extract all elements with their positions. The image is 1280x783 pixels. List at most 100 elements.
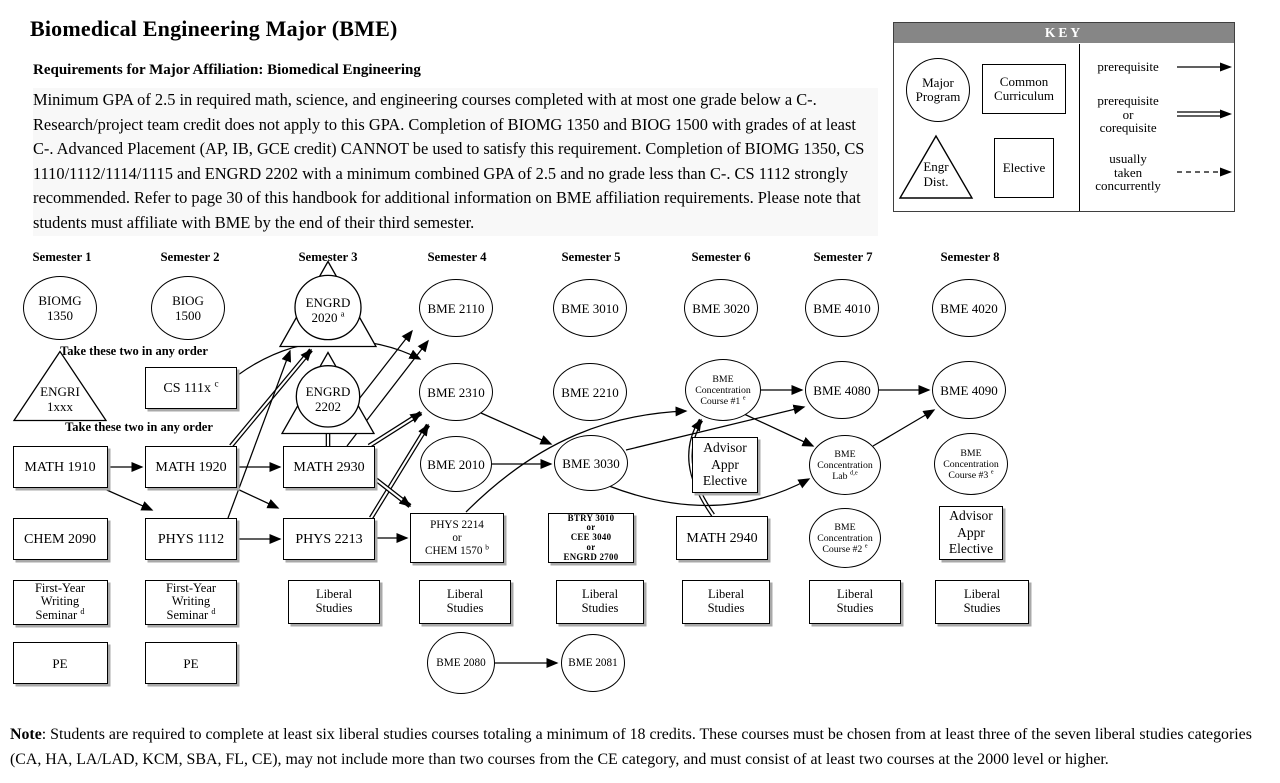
node-math-2930: MATH 2930 (283, 446, 375, 488)
edge-core-math2930-phys2214 (373, 477, 411, 507)
semester-header-6: Semester 6 (691, 250, 751, 264)
node-bme-4010: BME 4010 (805, 279, 879, 337)
key-engr-dist-label: Engr Dist. (923, 159, 949, 189)
key-legend-coreq-label: prerequisite or corequisite (1097, 93, 1159, 135)
semester-header-7: Semester 7 (813, 250, 873, 264)
edge-math2930-phys2214 (372, 476, 412, 508)
node-label: BME 2110 (427, 300, 485, 316)
node-label: BME 4090 (940, 382, 998, 398)
usually-taken-concurrently-arrow-icon (1177, 167, 1232, 177)
key-body: Major Program Common Curriculum Engr Dis… (894, 44, 1234, 211)
triangle-shape (12, 350, 108, 422)
page-title: Biomedical Engineering Major (BME) (30, 16, 398, 41)
take-in-any-order-annotation-2: Take these two in any order (65, 420, 213, 434)
node-chem-2090: CHEM 2090 (12, 518, 108, 560)
edge-phys2213-bme2310 (369, 423, 430, 520)
take-in-any-order-annotation-1: Take these two in any order (60, 344, 208, 358)
node-label: BME 2080 (436, 656, 486, 669)
node-label: BME 3020 (692, 300, 750, 316)
edge-math2930-bme2310 (367, 411, 423, 448)
node-bme-2010: BME 2010 (420, 436, 492, 492)
key-legend-usually-taken-concurrently: usually taken concurrently (1084, 152, 1232, 193)
node-label: PHYS 2213 (295, 531, 363, 547)
node-label: MATH 1920 (155, 459, 227, 475)
semester-header-3: Semester 3 (298, 250, 358, 264)
node-bme-2110: BME 2110 (419, 279, 493, 337)
prerequisite-or-corequisite-arrow-icon (1177, 109, 1232, 119)
node-bme-3020: BME 3020 (684, 279, 758, 337)
node-pe-2: PE (145, 642, 237, 684)
node-label: BME 2010 (427, 456, 485, 472)
key-legend-prerequisite-label: prerequisite (1097, 59, 1159, 75)
edge-bmeconclab-bme4090 (872, 409, 936, 447)
edge-core-math2930-bme2310 (368, 412, 422, 447)
node-label: MATH 2940 (686, 530, 758, 546)
edge-core-phys2213-bme2310 (370, 424, 429, 519)
key-major-program-shape: Major Program (906, 58, 970, 122)
semester-header-2: Semester 2 (160, 250, 220, 264)
edge-math1910-phys1112 (99, 486, 154, 511)
node-bme-4080: BME 4080 (805, 361, 879, 419)
semester-header-8: Semester 8 (940, 250, 1000, 264)
key-common-curriculum-label: Common Curriculum (994, 73, 1054, 103)
node-bme-4090: BME 4090 (932, 361, 1006, 419)
node-label: BME 3030 (562, 455, 620, 471)
node-label: BME 3010 (561, 300, 619, 316)
key-major-program-label: Major Program (915, 74, 961, 104)
key-triangle-icon (898, 134, 974, 199)
node-label: CHEM 2090 (24, 531, 96, 547)
semester-header-4: Semester 4 (427, 250, 487, 264)
node-label: BME 2081 (568, 656, 618, 669)
node-bme-4020: BME 4020 (932, 279, 1006, 337)
key-elective-label: Elective (1002, 159, 1046, 175)
node-label: MATH 2930 (293, 459, 365, 475)
node-phys-2213: PHYS 2213 (283, 518, 375, 560)
node-label: PE (183, 655, 199, 671)
node-bme-3030: BME 3030 (554, 435, 628, 491)
triangle-circle-shape (278, 260, 378, 348)
key-divider (1079, 44, 1080, 211)
node-bme-3010: BME 3010 (553, 279, 627, 337)
note-label: Note (10, 725, 42, 743)
node-cs-111x: CS 111x c (145, 367, 237, 409)
key-panel: KEY Major Program Common Curriculum Engr… (893, 22, 1235, 212)
node-phys-1112: PHYS 1112 (145, 518, 237, 560)
key-legend-concurrent-label: usually taken concurrently (1095, 151, 1161, 193)
key-legend-prerequisite: prerequisite (1084, 60, 1232, 74)
key-elective-shape: Elective (994, 138, 1054, 198)
node-math-1910: MATH 1910 (12, 446, 108, 488)
